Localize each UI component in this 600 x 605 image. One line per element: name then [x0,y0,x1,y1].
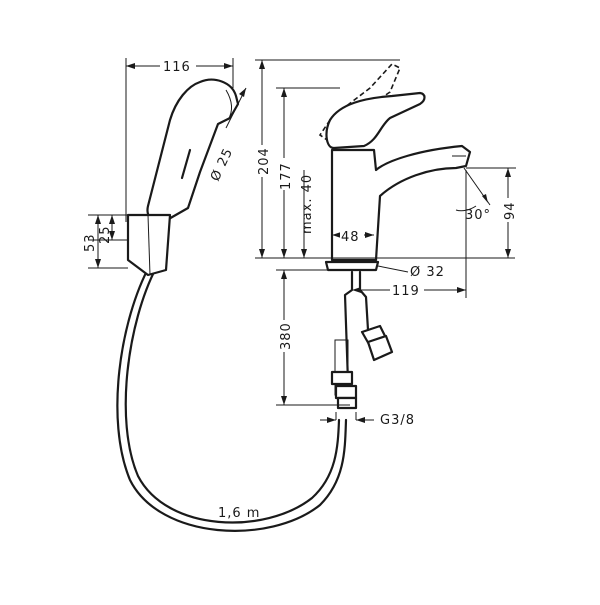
dim-116: 116 [163,60,191,75]
dim-53: 53 [83,233,98,252]
dim-d25: Ø 25 [208,146,236,184]
dim-d32: Ø 32 [410,265,445,280]
dim-94: 94 [503,201,518,220]
dim-max40: max. 40 [300,174,315,234]
dim-380: 380 [279,322,294,350]
dim-119: 119 [392,284,420,299]
dim-g38: G3/8 [380,413,415,428]
dim-30deg: 30° [465,208,491,223]
dim-48: 48 [341,230,360,245]
dim-hose-length: 1,6 m [218,506,260,521]
shower-hose [116,263,348,532]
basin-mixer [318,63,472,410]
hand-shower [126,78,240,277]
dim-204: 204 [257,147,272,175]
dim-25: 25 [98,225,113,244]
dim-177: 177 [279,162,294,190]
